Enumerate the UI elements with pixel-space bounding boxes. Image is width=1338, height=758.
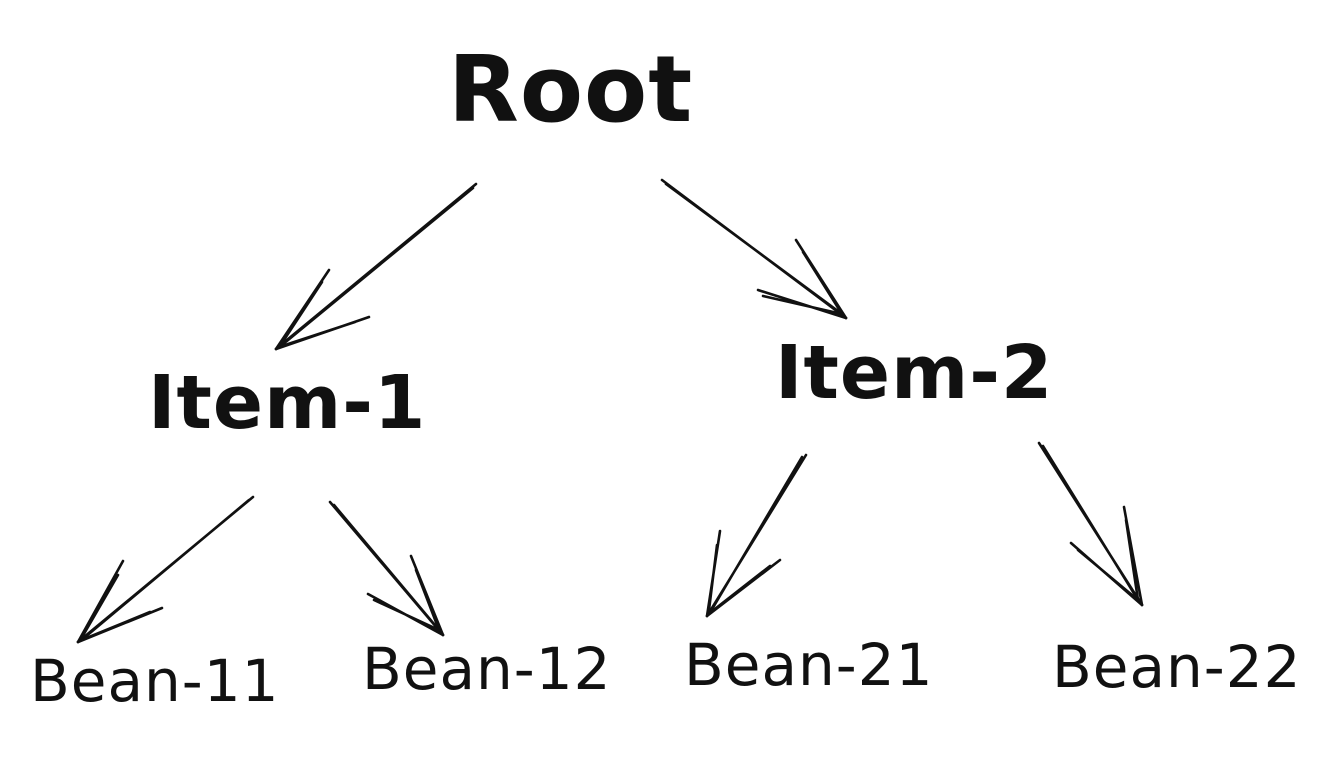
arrow-item-1-to-bean-12 <box>328 500 445 637</box>
node-root: Root <box>448 36 694 143</box>
arrow-root-to-item-1 <box>274 182 478 351</box>
node-item-2: Item-2 <box>775 330 1054 416</box>
node-bean-22: Bean-22 <box>1052 633 1302 701</box>
node-bean-21: Bean-21 <box>684 631 934 699</box>
node-bean-12: Bean-12 <box>362 635 612 703</box>
arrow-root-to-item-2 <box>660 178 848 320</box>
arrow-item-2-to-bean-22 <box>1037 441 1144 607</box>
node-bean-11: Bean-11 <box>30 647 280 715</box>
arrow-item-2-to-bean-21 <box>705 453 808 618</box>
arrow-item-1-to-bean-11 <box>76 495 255 644</box>
node-item-1: Item-1 <box>148 360 427 446</box>
